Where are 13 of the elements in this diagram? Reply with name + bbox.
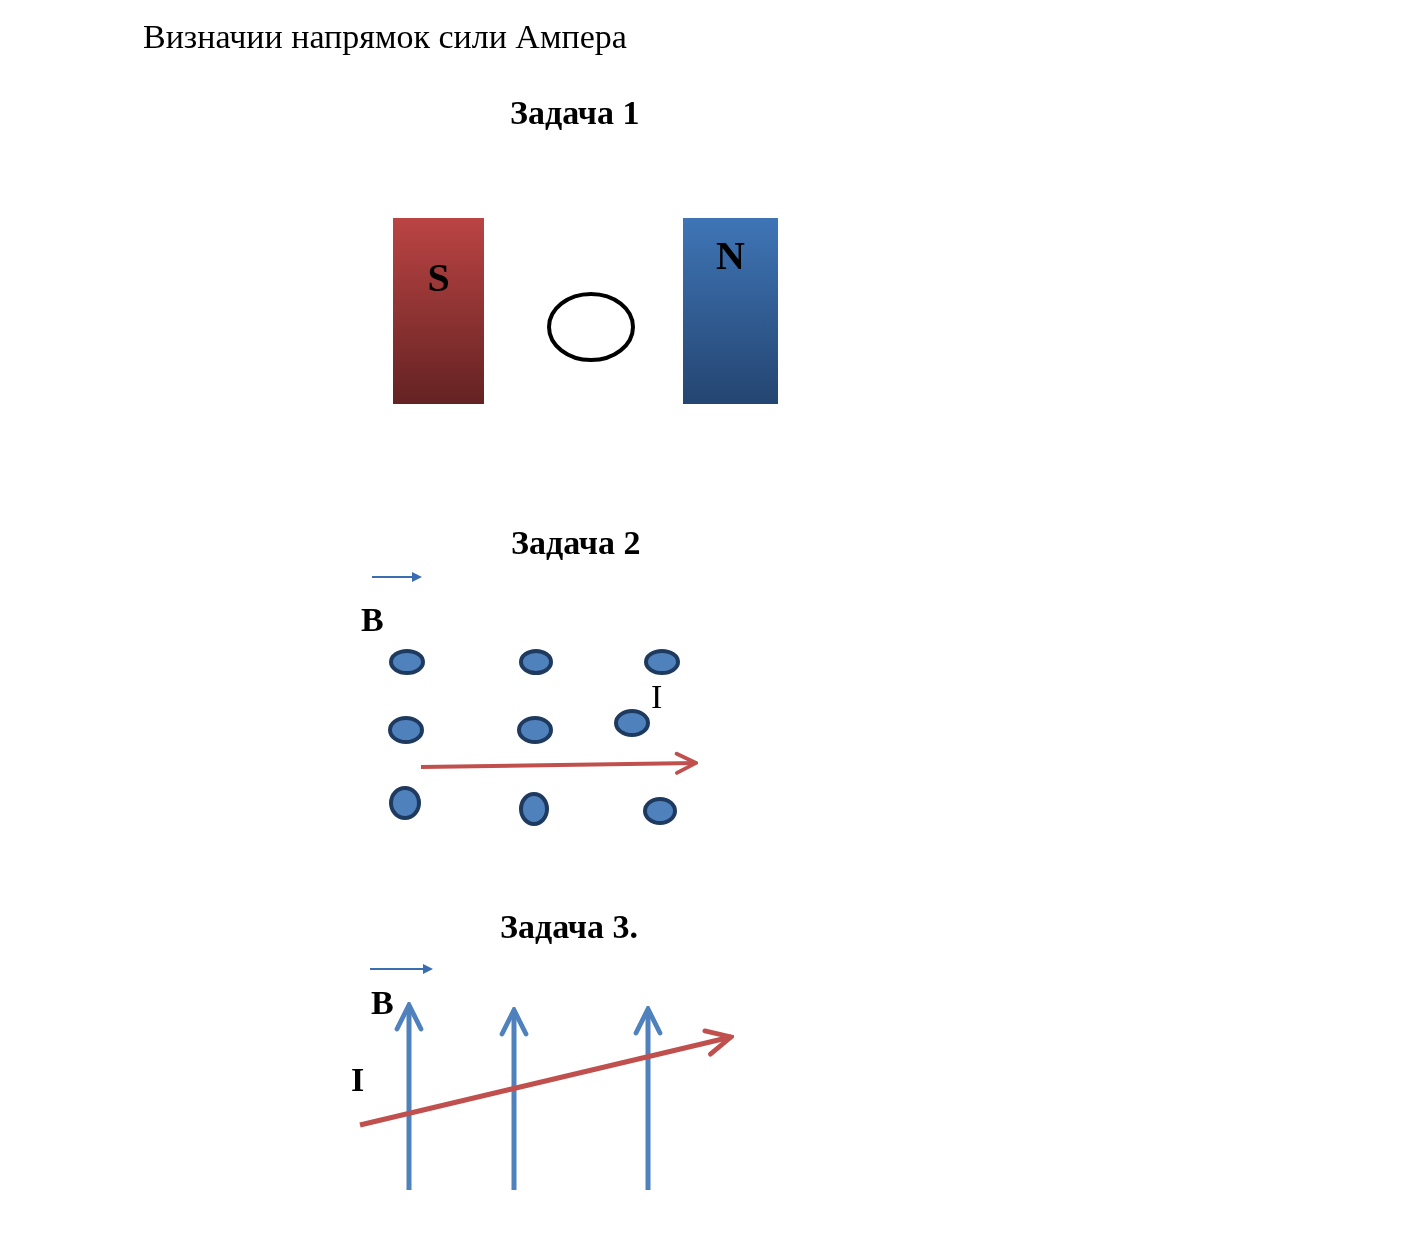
task-heading: Задача 1	[510, 96, 640, 130]
pole-label: N	[715, 236, 746, 276]
task-heading: Задача 2	[511, 526, 641, 560]
magnet-pole	[683, 218, 778, 404]
magnet-pole	[393, 218, 484, 404]
wire-loop	[547, 292, 635, 362]
quantity-symbol: I	[351, 1063, 365, 1097]
quantity-symbol: B	[361, 603, 384, 637]
pole-label: S	[426, 258, 451, 298]
title: Визначии напрямок сили Ампера	[143, 20, 627, 54]
quantity-symbol: B	[371, 986, 394, 1020]
quantity-symbol: I	[651, 680, 663, 714]
task-heading: Задача 3.	[500, 910, 638, 944]
